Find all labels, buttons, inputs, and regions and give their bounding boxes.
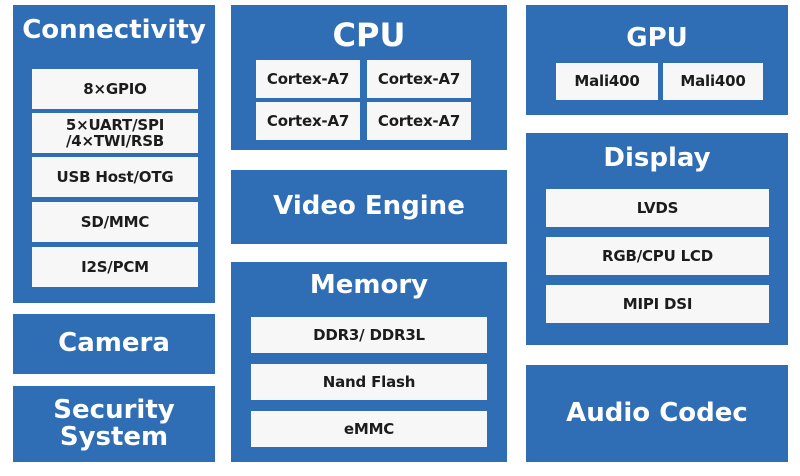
display-item-lvds: LVDS — [546, 189, 769, 227]
display-item-mipi: MIPI DSI — [546, 285, 769, 323]
display-item-rgb-lcd: RGB/CPU LCD — [546, 237, 769, 275]
gpu-core-2: Mali400 — [663, 63, 763, 100]
memory-item-ddr3: DDR3/ DDR3L — [251, 317, 487, 353]
cpu-core-2: Cortex-A7 — [367, 60, 471, 98]
audio-codec-title: Audio Codec — [566, 397, 748, 428]
cpu-core-3: Cortex-A7 — [256, 102, 360, 140]
memory-title: Memory — [309, 270, 429, 300]
display-block: Display LVDS RGB/CPU LCD MIPI DSI — [526, 133, 788, 345]
audio-codec-block: Audio Codec — [526, 365, 788, 462]
connectivity-item-sdmmc: SD/MMC — [32, 202, 198, 242]
gpu-core-1: Mali400 — [556, 63, 658, 100]
connectivity-block: Connectivity 8×GPIO 5×UART/SPI /4×TWI/RS… — [13, 5, 215, 303]
connectivity-item-uart: 5×UART/SPI /4×TWI/RSB — [32, 113, 198, 153]
connectivity-title: Connectivity — [22, 15, 206, 45]
camera-title: Camera — [58, 328, 170, 359]
cpu-title: CPU — [332, 16, 406, 54]
cpu-core-4: Cortex-A7 — [367, 102, 471, 140]
gpu-title: GPU — [626, 23, 688, 53]
connectivity-item-gpio: 8×GPIO — [32, 69, 198, 109]
video-engine-block: Video Engine — [231, 170, 507, 244]
video-engine-title: Video Engine — [273, 191, 465, 222]
memory-block: Memory DDR3/ DDR3L Nand Flash eMMC — [231, 262, 507, 462]
camera-block: Camera — [13, 314, 215, 374]
connectivity-item-i2s: I2S/PCM — [32, 247, 198, 287]
memory-item-nand: Nand Flash — [251, 364, 487, 400]
security-title: Security System — [53, 394, 175, 452]
cpu-core-1: Cortex-A7 — [256, 60, 360, 98]
display-title: Display — [603, 143, 711, 173]
connectivity-item-usb: USB Host/OTG — [32, 157, 198, 197]
cpu-block: CPU Cortex-A7 Cortex-A7 Cortex-A7 Cortex… — [231, 5, 507, 150]
security-block: Security System — [13, 386, 215, 462]
gpu-block: GPU Mali400 Mali400 — [526, 5, 788, 115]
memory-item-emmc: eMMC — [251, 411, 487, 447]
